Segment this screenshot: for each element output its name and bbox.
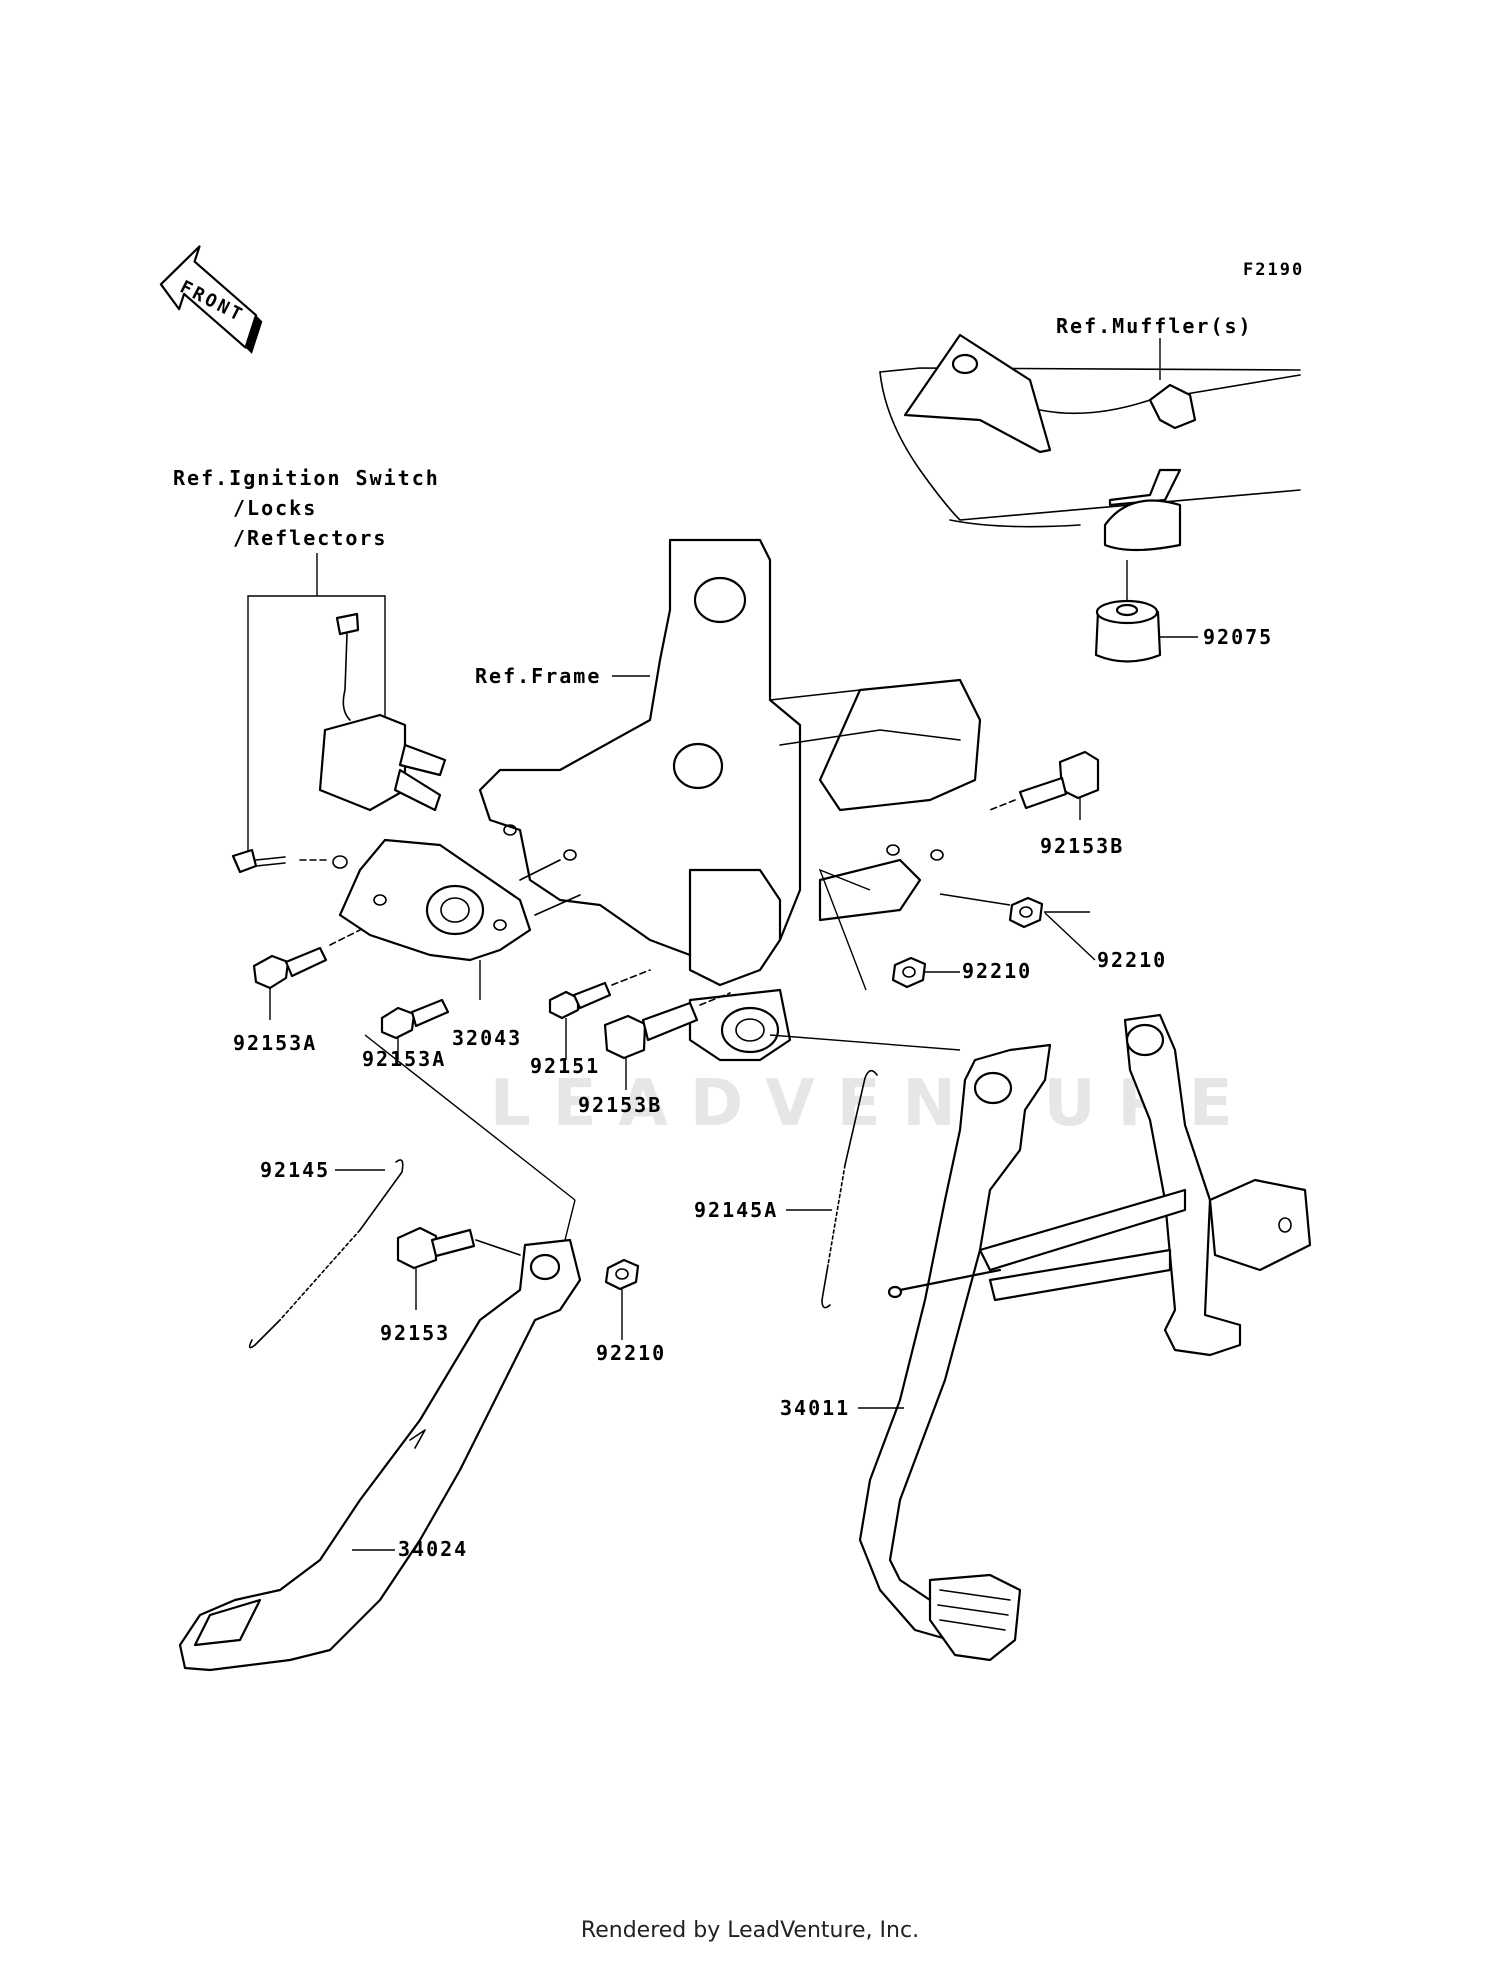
diagram-id: F2190 [1243, 260, 1304, 280]
part-92151-bolt: 92151 [530, 969, 651, 1078]
label-32043: 32043 [452, 1026, 522, 1050]
label-92075: 92075 [1203, 625, 1273, 649]
label-34011: 34011 [780, 1396, 850, 1420]
part-34024-side-stand: 34024 [178, 1238, 582, 1672]
part-92153B-lower-bolt: 92153B [578, 992, 731, 1117]
part-92210-nuts: 92210 92210 [818, 868, 1167, 991]
front-arrow-icon: FRONT [159, 245, 263, 354]
label-92210-a: 92210 [1097, 948, 1167, 972]
part-32043-bracket: 32043 [332, 838, 581, 1050]
label-92145A: 92145A [694, 1198, 778, 1222]
small-bolt [231, 848, 331, 874]
part-92145A-spring: 92145A [694, 1069, 878, 1309]
ref-ignition-line1: Ref.Ignition Switch [173, 466, 440, 490]
footer-credit: Rendered by LeadVenture, Inc. [580, 1918, 920, 1943]
watermark: LEADVENTURE [490, 1067, 1255, 1141]
frame-reference-group: Ref.Frame [475, 538, 982, 1062]
ref-ignition-line2: /Locks [233, 496, 317, 520]
part-92153A-bolts: 92153A 92153A [233, 929, 450, 1071]
part-92075-damper: 92075 [1094, 560, 1273, 663]
ignition-switch-reference-group: Ref.Ignition Switch /Locks /Reflectors [173, 466, 447, 860]
label-92210-b: 92210 [962, 959, 1032, 983]
label-34024: 34024 [398, 1537, 468, 1561]
label-92153A-left: 92153A [233, 1031, 317, 1055]
part-92153-bolt: 92153 [380, 1226, 521, 1345]
label-92153B-upper: 92153B [1040, 834, 1124, 858]
ref-muffler-label: Ref.Muffler(s) [1056, 314, 1253, 338]
ref-frame-label: Ref.Frame [475, 664, 601, 688]
ref-ignition-line3: /Reflectors [233, 526, 387, 550]
part-34011-center-stand: 34011 [780, 1013, 1312, 1662]
label-92145: 92145 [260, 1158, 330, 1182]
label-92210-c: 92210 [596, 1341, 666, 1365]
part-92145-spring: 92145 [248, 1158, 404, 1349]
muffler-reference-group: Ref.Muffler(s) [879, 314, 1301, 552]
part-92153B-upper-bolt: 92153B [989, 750, 1124, 858]
part-92210-nut-sidestand: 92210 [596, 1258, 666, 1365]
label-92151: 92151 [530, 1054, 600, 1078]
label-92153B-lower: 92153B [578, 1093, 662, 1117]
label-92153: 92153 [380, 1321, 450, 1345]
label-92153A-mid: 92153A [362, 1047, 446, 1071]
